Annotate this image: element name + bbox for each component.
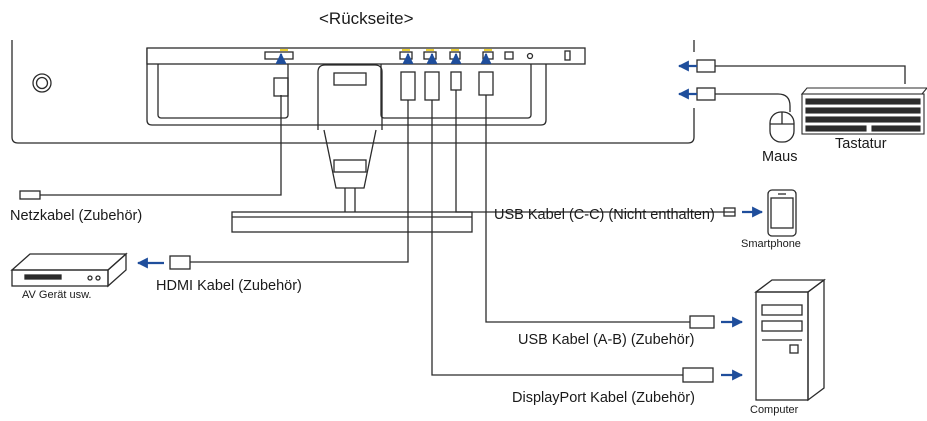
mouse-icon	[769, 111, 795, 143]
hdmi-cable-label: HDMI Kabel (Zubehör)	[156, 278, 302, 294]
cables	[19, 59, 906, 383]
keyboard-icon	[800, 87, 927, 135]
av-device-label: AV Gerät usw.	[22, 289, 92, 301]
displayport-cable-label: DisplayPort Kabel (Zubehör)	[512, 390, 695, 406]
computer-icon	[754, 278, 826, 402]
monitor-back	[11, 40, 695, 144]
page-title: <Rückseite>	[319, 9, 414, 28]
computer-label: Computer	[750, 404, 799, 416]
monitor-stand	[231, 64, 473, 233]
smartphone-icon	[767, 189, 797, 237]
mouse-label: Maus	[762, 149, 798, 165]
power-cable-label: Netzkabel (Zubehör)	[10, 208, 143, 224]
keyboard-label: Tastatur	[835, 136, 887, 152]
smartphone-label: Smartphone	[741, 238, 801, 250]
usb-cc-cable-label: USB Kabel (C-C) (Nicht enthalten)	[494, 207, 715, 223]
av-device-icon	[10, 252, 128, 288]
usb-ab-cable-label: USB Kabel (A-B) (Zubehör)	[518, 332, 695, 348]
arrows	[136, 52, 764, 381]
